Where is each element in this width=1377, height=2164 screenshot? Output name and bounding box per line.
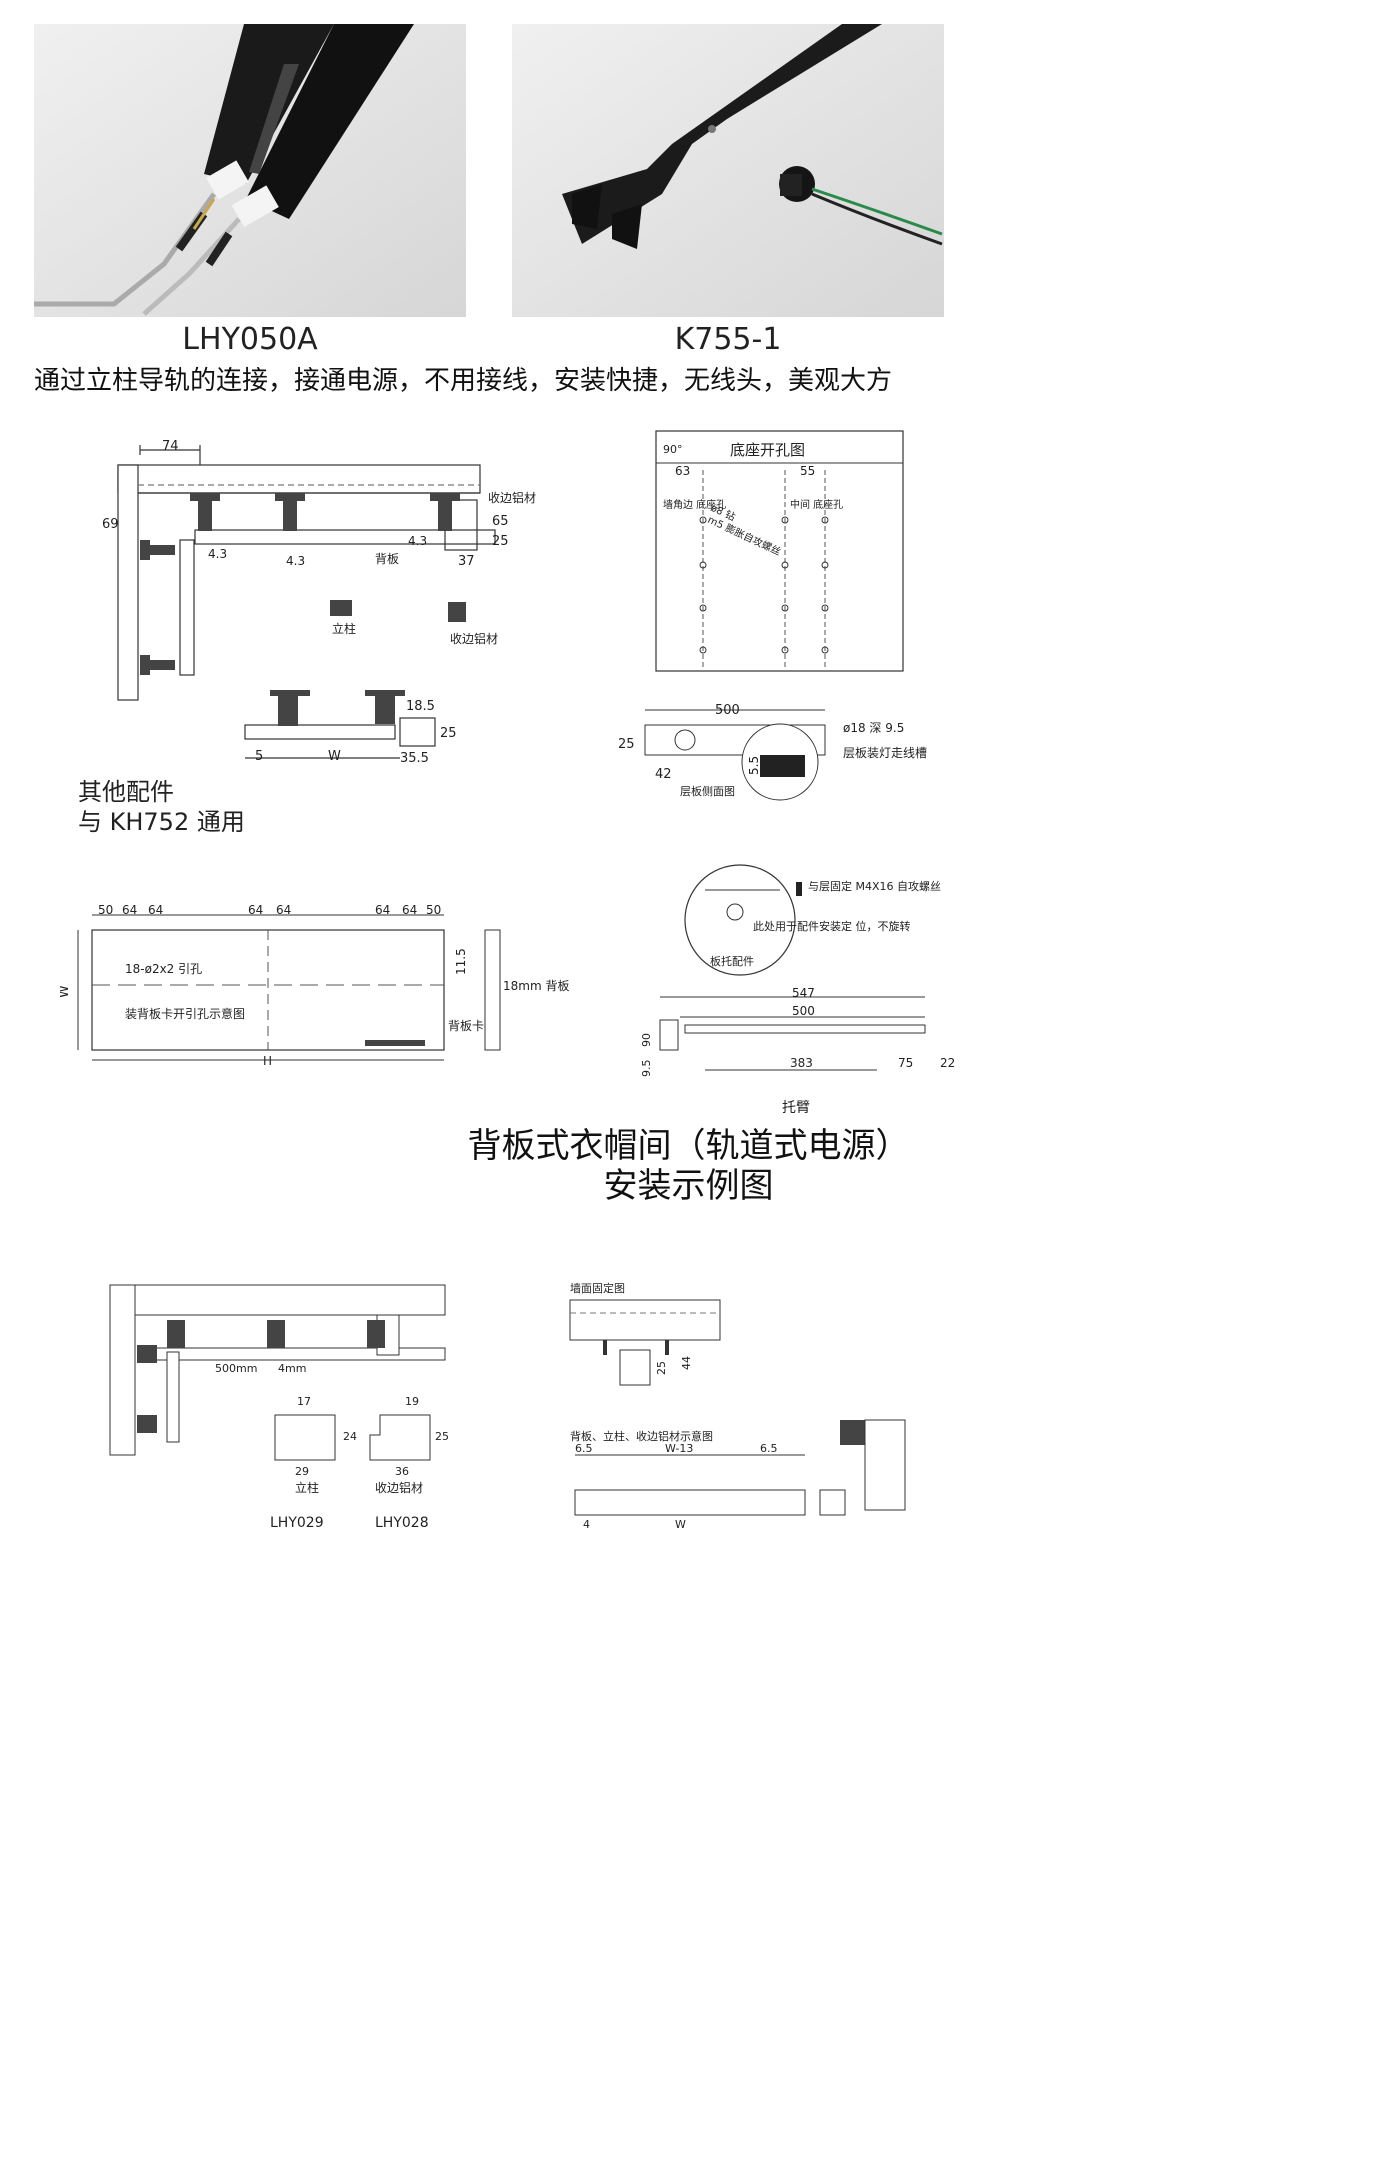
dim-25-b: 25 — [440, 726, 457, 741]
dim-17: 17 — [297, 1395, 311, 1408]
dim-25: 25 — [618, 737, 635, 752]
dim-500mm: 500mm — [215, 1362, 257, 1375]
dim-74: 74 — [162, 439, 179, 454]
photo-caption-right: K755-1 — [674, 322, 782, 357]
support-arm-drawing: 与层固定 M4X16 自攻螺丝 此处用于配件安装定 位，不旋转 板托配件 547… — [640, 864, 955, 1116]
hole-layout-note: 装背板卡开引孔示意图 — [125, 1006, 245, 1021]
dim-6-5-b: 6.5 — [760, 1442, 778, 1455]
board-thickness-label: 18mm 背板 — [503, 979, 569, 993]
combo-title: 背板、立柱、收边铝材示意图 — [570, 1429, 713, 1443]
dim-w: W — [60, 985, 72, 998]
dim-4: 4 — [583, 1518, 590, 1531]
plan-drawing: 74 69 65 25 4.3 4.3 4.3 37 收边铝材 背板 立柱 收边… — [102, 439, 536, 766]
dim-18-5: 18.5 — [406, 699, 435, 714]
dim-4mm: 4mm — [278, 1362, 306, 1375]
dim-5-5: 5.5 — [747, 756, 761, 775]
dim-w-13: W-13 — [665, 1442, 693, 1455]
dim-50-b: 50 — [426, 903, 441, 917]
light-groove-label: 层板装灯走线槽 — [843, 746, 927, 760]
dim-50-a: 50 — [98, 903, 113, 917]
angle-label: 90° — [663, 443, 683, 456]
dim-42: 42 — [655, 767, 672, 782]
base-hole-plan: 90° 底座开孔图 63 55 墙角边 底座孔 中间 底座孔 ø8 钻 m5 膨… — [655, 430, 904, 672]
dim-44: 44 — [680, 1356, 693, 1370]
dim-29: 29 — [295, 1465, 309, 1478]
hole-plan-title: 底座开孔图 — [730, 441, 805, 459]
hole-depth-label: ø18 深 9.5 — [843, 721, 904, 735]
shelf-side-view: 500 25 42 5.5 ø18 深 9.5 层板装灯走线槽 层板侧面图 — [618, 703, 927, 801]
wall-fixing-drawing: 墙面固定图 25 44 背板、立柱、收边铝材示意图 6.5 W-13 6.5 4… — [569, 1281, 906, 1531]
dim-w: W — [675, 1518, 686, 1531]
post-code: LHY029 — [270, 1515, 324, 1531]
post-label: 立柱 — [295, 1480, 319, 1495]
dim-64-d: 64 — [276, 903, 291, 917]
install-example-drawing: 500mm 4mm 17 24 29 立柱 LHY029 19 25 36 收边… — [109, 1284, 449, 1531]
section-subtitle: 安装示例图 — [603, 1166, 774, 1206]
dim-6-5-a: 6.5 — [575, 1442, 593, 1455]
dim-500: 500 — [715, 703, 740, 718]
shelf-side-label: 层板侧面图 — [680, 784, 735, 798]
dim-24: 24 — [343, 1430, 357, 1443]
dim-5: 5 — [255, 749, 263, 764]
dim-547: 547 — [792, 986, 815, 1000]
edge-trim-label-2: 收边铝材 — [450, 631, 498, 646]
dim-37: 37 — [458, 554, 475, 569]
dim-25: 25 — [655, 1361, 668, 1375]
rail-connector-image — [34, 24, 466, 317]
product-photo-lhy050a — [34, 24, 466, 317]
dim-55: 55 — [800, 464, 815, 478]
dim-64-a: 64 — [122, 903, 137, 917]
corner-hole-label: 墙角边 底座孔 — [663, 498, 726, 511]
dim-64-c: 64 — [248, 903, 263, 917]
dim-64-b: 64 — [148, 903, 163, 917]
compatibility-label: 与 KH752 通用 — [78, 808, 245, 836]
post-label: 立柱 — [332, 621, 356, 636]
dim-22: 22 — [940, 1056, 955, 1070]
bracket-sensor-image — [512, 24, 944, 317]
dim-90: 90 — [640, 1033, 653, 1047]
dim-4-3-c: 4.3 — [408, 534, 427, 548]
wall-fixing-title: 墙面固定图 — [570, 1281, 625, 1295]
dim-500: 500 — [792, 1004, 815, 1018]
edge-trim-label: 收边铝材 — [488, 490, 536, 505]
dim-63: 63 — [675, 464, 690, 478]
dim-4-3-a: 4.3 — [208, 547, 227, 561]
panel-clip-label: 背板卡 — [448, 1019, 484, 1033]
back-panel-hole-layout: 50 64 64 64 64 64 64 50 18-ø2x2 引孔 W 装背板… — [60, 903, 569, 1068]
bracket-accessory-label: 板托配件 — [710, 954, 754, 968]
dim-11-5: 11.5 — [454, 948, 468, 975]
mid-hole-label: 中间 底座孔 — [790, 498, 843, 511]
product-description: 通过立柱导轨的连接，接通电源，不用接线，安装快捷，无线头，美观大方 — [34, 366, 893, 396]
dim-w: W — [328, 749, 341, 764]
back-panel-label: 背板 — [375, 552, 399, 566]
edge-trim-code: LHY028 — [375, 1515, 429, 1531]
dim-9-5: 9.5 — [640, 1060, 653, 1078]
dim-64-f: 64 — [402, 903, 417, 917]
dim-36: 36 — [395, 1465, 409, 1478]
dim-35-5: 35.5 — [400, 751, 429, 766]
dim-h: H — [263, 1054, 272, 1068]
pilot-holes-label: 18-ø2x2 引孔 — [125, 962, 202, 976]
dim-65: 65 — [492, 514, 509, 529]
screw-fix-label: 与层固定 M4X16 自攻螺丝 — [808, 879, 941, 893]
support-arm-label: 托臂 — [782, 1100, 810, 1116]
dim-25: 25 — [435, 1430, 449, 1443]
dim-383: 383 — [790, 1056, 813, 1070]
dim-25: 25 — [492, 534, 509, 549]
photo-caption-left: LHY050A — [182, 322, 318, 357]
product-photo-k755-1 — [512, 24, 944, 317]
dim-75: 75 — [898, 1056, 913, 1070]
dim-69: 69 — [102, 517, 119, 532]
positioning-note: 此处用于配件安装定 位，不旋转 — [753, 919, 911, 933]
edge-trim-label: 收边铝材 — [375, 1480, 423, 1495]
other-accessories-label: 其他配件 — [78, 778, 174, 806]
dim-4-3-b: 4.3 — [286, 554, 305, 568]
dim-19: 19 — [405, 1395, 419, 1408]
section-title: 背板式衣帽间（轨道式电源） — [467, 1126, 910, 1166]
dim-64-e: 64 — [375, 903, 390, 917]
